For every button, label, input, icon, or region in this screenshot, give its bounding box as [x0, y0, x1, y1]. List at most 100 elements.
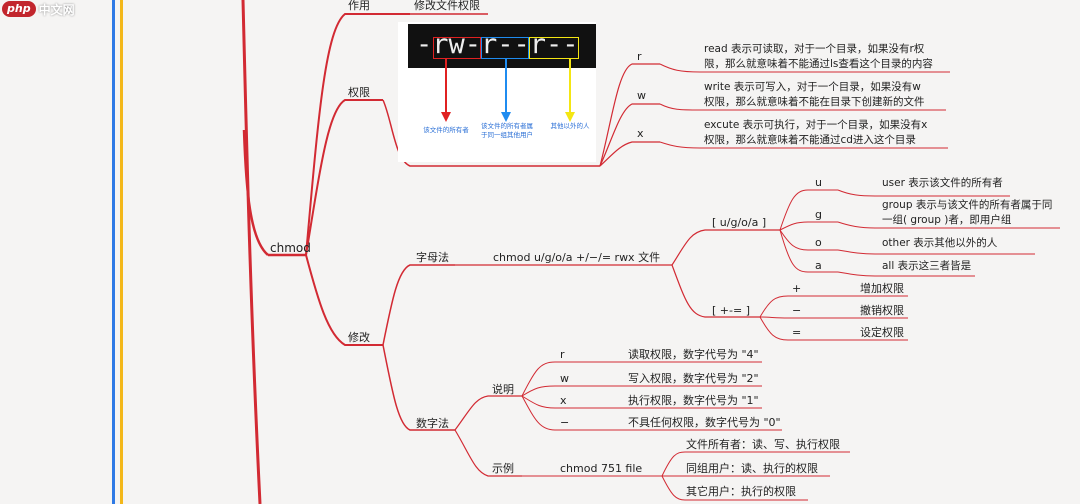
op-key-minus[interactable]: −	[792, 304, 802, 317]
trunk-to-chmod	[242, 129, 269, 256]
group-arrow-head	[501, 112, 511, 122]
other-segment-box	[529, 37, 579, 59]
node-purpose-value[interactable]: 修改文件权限	[414, 0, 480, 12]
node-number-method[interactable]: 数字法	[416, 417, 449, 430]
trunk-line	[241, 0, 262, 504]
perm-key-r[interactable]: r	[637, 50, 642, 63]
who-desc-u[interactable]: user 表示该文件的所有者	[882, 177, 1003, 189]
who-key-g[interactable]: g	[815, 208, 822, 221]
edge-op	[671, 264, 760, 318]
num-desc-w[interactable]: 写入权限，数字代号为 "2"	[628, 372, 759, 385]
who-key-a[interactable]: a	[815, 259, 822, 272]
owner-arrow-head	[441, 112, 451, 122]
who-desc-a[interactable]: all 表示这三者皆是	[882, 260, 972, 272]
edge-plus	[759, 295, 840, 318]
example-owner[interactable]: 文件所有者：读、写、执行权限	[686, 438, 840, 451]
node-permission[interactable]: 权限	[348, 86, 370, 99]
permission-string: -rw-r--r--	[416, 29, 579, 60]
num-key-x[interactable]: x	[560, 394, 567, 407]
perm-desc-x-line2[interactable]: 权限，那么就意味着不能通过cd进入这个目录	[704, 134, 916, 146]
edge-o-desc	[837, 249, 1035, 255]
left-bar-yellow	[120, 0, 123, 504]
perm-desc-w-line2[interactable]: 权限，那么就意味着不能在目录下创建新的文件	[704, 96, 925, 108]
edge-purpose	[305, 13, 410, 256]
num-desc-none[interactable]: 不具任何权限，数字代号为 "0"	[628, 416, 781, 429]
edge-ex-1	[661, 451, 850, 477]
edge-g-desc	[837, 221, 1060, 229]
op-desc-equal[interactable]: 设定权限	[860, 326, 904, 339]
edge-example	[454, 429, 522, 477]
op-key-plus[interactable]: +	[792, 282, 802, 295]
example-command[interactable]: chmod 751 file	[560, 462, 643, 475]
owner-caption: 该文件的所有者	[423, 126, 469, 134]
edge-r	[599, 63, 660, 167]
node-letter-method[interactable]: 字母法	[416, 251, 449, 264]
edge-ex-3	[661, 475, 808, 501]
node-purpose[interactable]: 作用	[348, 0, 370, 12]
who-key-u[interactable]: u	[815, 176, 822, 189]
perm-desc-r-line1[interactable]: read 表示可读取，对于一个目录，如果没有r权	[704, 43, 925, 55]
edge-permission	[305, 99, 383, 256]
perm-desc-w-line1[interactable]: write 表示可写入，对于一个目录，如果没有w	[704, 81, 921, 93]
edge-a	[779, 229, 838, 273]
logo-text: 中文网	[38, 2, 75, 17]
edge-o	[779, 229, 838, 251]
group-segment-box	[481, 37, 529, 59]
example-group[interactable]: 同组用户：读、执行的权限	[686, 462, 818, 475]
edge-explain	[454, 395, 522, 431]
op-key-equal[interactable]: =	[792, 326, 802, 339]
permission-arrows	[441, 59, 575, 122]
other-arrow-head	[565, 112, 575, 122]
perm-key-x[interactable]: x	[637, 127, 644, 140]
edge-permission-image	[382, 99, 600, 167]
edge-letter	[382, 264, 455, 346]
node-op[interactable]: [ +-= ]	[712, 304, 750, 317]
permission-diagram-image: -rw-r--r-- 该文件的所有者 该文件的所有者属于同一组其他用户 其他以外…	[398, 22, 596, 162]
edge-r-desc	[659, 63, 950, 73]
num-key-r[interactable]: r	[560, 348, 565, 361]
perm-desc-x-line1[interactable]: excute 表示可执行，对于一个目录，如果没有x	[704, 119, 928, 131]
node-example[interactable]: 示例	[492, 462, 514, 475]
node-modify[interactable]: 修改	[348, 331, 370, 344]
owner-segment-box	[433, 37, 481, 59]
edge-modify	[305, 254, 383, 346]
edge-minus	[759, 316, 840, 319]
op-desc-plus[interactable]: 增加权限	[860, 282, 904, 295]
who-desc-g-line1[interactable]: group 表示与该文件的所有者属于同	[882, 199, 1053, 211]
edge-x-desc	[659, 141, 948, 149]
num-key-w[interactable]: w	[560, 372, 569, 385]
site-logo: php 中文网	[2, 0, 75, 18]
perm-desc-r-line2[interactable]: 限，那么就意味着不能通过ls查看这个目录的内容	[704, 58, 933, 70]
edge-n-w	[521, 385, 598, 397]
root-node-chmod[interactable]: chmod	[270, 241, 311, 255]
permission-terminal-strip	[408, 24, 596, 68]
perm-key-w[interactable]: w	[637, 89, 646, 102]
edge-x	[599, 141, 660, 167]
edge-number	[382, 344, 455, 431]
edge-equal	[759, 316, 840, 341]
who-desc-o[interactable]: other 表示其他以外的人	[882, 237, 998, 249]
logo-badge: php	[2, 1, 36, 17]
left-bar-blue	[112, 0, 115, 504]
num-key-none[interactable]: −	[560, 416, 570, 429]
num-desc-r[interactable]: 读取权限，数字代号为 "4"	[628, 348, 759, 361]
edge-u-desc	[837, 189, 1010, 197]
example-other[interactable]: 其它用户：执行的权限	[686, 485, 796, 498]
edge-n-none	[521, 395, 598, 431]
letter-syntax[interactable]: chmod u/g/o/a +/−/= rwx 文件	[493, 251, 661, 264]
edge-n-r	[521, 361, 598, 397]
node-explain[interactable]: 说明	[492, 383, 514, 396]
num-desc-x[interactable]: 执行权限，数字代号为 "1"	[628, 394, 759, 407]
who-key-o[interactable]: o	[815, 236, 822, 249]
edge-w	[599, 103, 660, 167]
edge-u	[779, 189, 838, 231]
edge-n-x	[521, 395, 598, 409]
other-caption: 其他以外的人	[550, 122, 590, 130]
edge-a-desc	[837, 271, 975, 277]
edge-w-desc	[659, 103, 946, 111]
op-desc-minus[interactable]: 撤销权限	[860, 304, 904, 317]
who-desc-g-line2[interactable]: 一组( group )者，即用户组	[882, 214, 1012, 226]
group-caption: 该文件的所有者属于同一组其他用户	[481, 122, 533, 139]
node-who[interactable]: [ u/g/o/a ]	[712, 216, 767, 229]
